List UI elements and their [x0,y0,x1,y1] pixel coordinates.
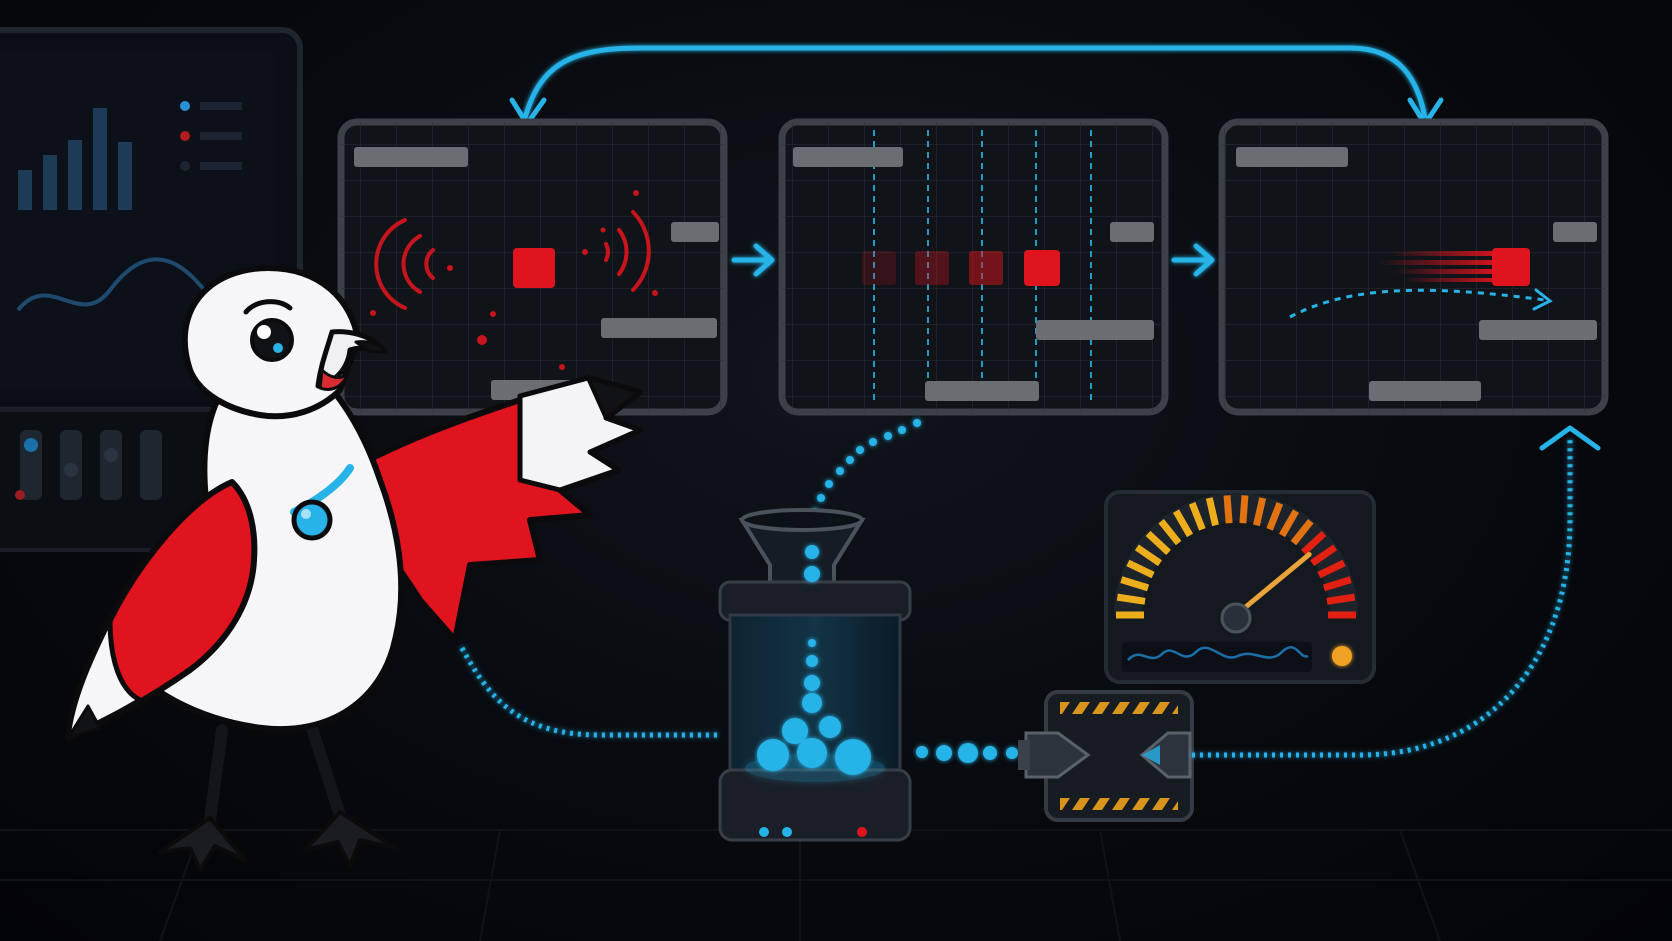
platform [1479,320,1597,340]
gauge-tick [1266,502,1284,531]
platform [1369,381,1481,401]
gauge-status-light [1332,646,1352,666]
input-pipe [459,646,720,738]
flow-arrow-2 [1171,243,1215,277]
platform [354,147,468,167]
player-square [1024,250,1060,286]
connector-icon [1018,690,1194,822]
gauge-needle [1233,551,1312,618]
gauge-tick [1278,509,1300,538]
platform [1236,147,1348,167]
plug-right [1139,731,1192,779]
gauge-tick [1134,544,1162,567]
trajectory-path [1289,288,1546,319]
gauge-tick [1239,495,1249,524]
platform [1036,320,1154,340]
gauge-icon [1104,490,1376,684]
data-stream-down [811,419,921,516]
gauge-tick [1188,502,1206,531]
gauge-scale [1116,495,1356,619]
gauge-tick [1116,593,1146,605]
gauge-tick [1145,530,1171,555]
gauge-tick [1158,518,1182,546]
platform [601,318,717,338]
signal-arcs-right [604,210,651,292]
gauge-tick [1172,509,1194,538]
data-tank-icon [718,508,912,842]
gauge-tick [1126,559,1155,579]
gauge-tick [1205,497,1219,527]
collar-pendant [291,499,333,541]
loop-arrow [522,45,1428,119]
noise-dots [370,190,658,370]
gauge-tick [1120,576,1150,592]
floor-grid [0,829,1672,941]
signal-arcs-left [374,218,435,310]
gauge-tick [1290,518,1314,546]
gauge-tick [1301,530,1327,555]
platform [925,381,1039,401]
panel-noisy-state [337,118,728,416]
panel-sampled-frames [778,118,1169,416]
gauge-tick [1317,559,1346,579]
trajectory-arrowhead [1532,288,1553,311]
gauge-tick [1326,593,1356,605]
platform [671,222,719,242]
gauge-tick [1310,544,1338,567]
ghost-trail [862,251,1003,285]
foot-left [158,816,247,872]
flow-arrow-1 [731,243,775,277]
return-arrowhead [1539,425,1601,451]
gauge-tick [1253,497,1267,527]
platform [1110,222,1154,242]
gauge-waveform [1127,646,1309,661]
monitor-sliders [15,430,162,500]
gauge-tick [1322,576,1352,592]
monitor-bar-chart [18,108,132,210]
gauge-tick [1223,495,1233,524]
tank-bubbles [757,545,871,775]
platform [793,147,903,167]
return-pipe [1192,438,1573,758]
mouth [318,368,350,391]
foot-right [303,810,397,868]
motion-blur [1378,251,1492,282]
player-square [1492,248,1530,286]
panel-predicted-motion [1218,118,1609,416]
monitor-legend [180,101,242,171]
eye [250,318,294,362]
player-square [513,248,555,288]
platform [1553,222,1597,242]
seagull-mascot [65,265,643,872]
